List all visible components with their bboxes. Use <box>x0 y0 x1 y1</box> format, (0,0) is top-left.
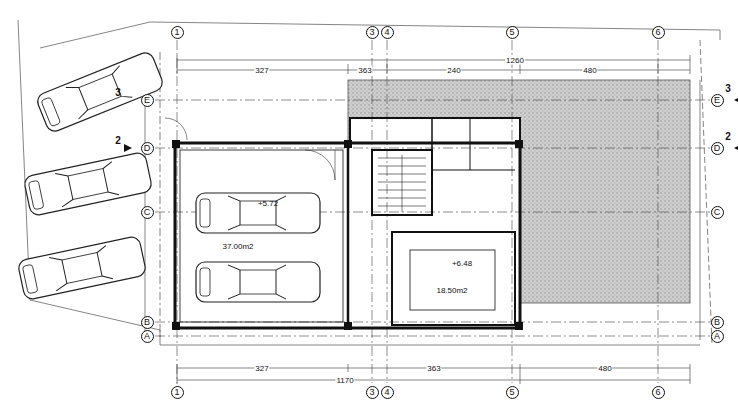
section-mark: 2 <box>724 132 732 141</box>
axis-label: 1 <box>174 388 179 397</box>
axis-label: A <box>144 332 150 341</box>
axis-bubble: B <box>711 316 724 329</box>
section-mark: 2 <box>114 136 122 145</box>
axis-label: 3 <box>369 28 374 37</box>
axis-bubble: 6 <box>652 26 665 39</box>
room-area: 37.00m2 <box>221 242 254 251</box>
dimension: 327 <box>254 364 269 373</box>
axis-label: A <box>714 332 720 341</box>
dimension: 240 <box>446 66 461 75</box>
axis-bubble: 5 <box>506 386 519 399</box>
dimension: 363 <box>426 364 441 373</box>
axis-bubble: A <box>141 330 154 343</box>
axis-label: 3 <box>369 388 374 397</box>
axis-bubble: 1 <box>171 26 184 39</box>
axis-label: 5 <box>509 388 514 397</box>
level-mark: +6.48 <box>451 259 473 268</box>
axis-label: E <box>714 96 720 105</box>
axis-label: 4 <box>384 388 389 397</box>
axis-label: D <box>714 144 721 153</box>
axis-label: 6 <box>655 28 660 37</box>
axis-label: 5 <box>509 28 514 37</box>
level-mark: +5.72 <box>257 199 279 208</box>
axis-bubble: 1 <box>171 386 184 399</box>
axis-bubble: 3 <box>366 26 379 39</box>
room-area: 18.50m2 <box>435 286 468 295</box>
axis-bubble: 4 <box>381 386 394 399</box>
dimension: 1170 <box>335 376 354 385</box>
axis-bubble: E <box>711 94 724 107</box>
axis-bubble: 6 <box>652 386 665 399</box>
axis-bubble: E <box>141 94 154 107</box>
axis-bubble: B <box>141 316 154 329</box>
axis-bubble: C <box>711 206 724 219</box>
axis-bubble: D <box>141 142 154 155</box>
axis-bubble: 5 <box>506 26 519 39</box>
axis-label: C <box>714 208 721 217</box>
axis-bubble: 3 <box>366 386 379 399</box>
axis-bubble: A <box>711 330 724 343</box>
axis-label: B <box>144 318 150 327</box>
axis-label: 1 <box>174 28 179 37</box>
axis-bubble: D <box>711 142 724 155</box>
axis-label: C <box>144 208 151 217</box>
dimension: 363 <box>357 66 372 75</box>
axis-label: B <box>714 318 720 327</box>
axis-label: D <box>144 144 151 153</box>
section-mark: 3 <box>724 84 732 93</box>
dimension: 1260 <box>505 56 525 65</box>
axis-label: 6 <box>655 388 660 397</box>
axis-label: E <box>144 96 150 105</box>
dimension: 480 <box>582 66 597 75</box>
dimension: 327 <box>254 66 269 75</box>
section-mark: 3 <box>114 88 122 97</box>
dimension: 480 <box>597 364 612 373</box>
axis-bubble: 4 <box>381 26 394 39</box>
axis-bubble: C <box>141 206 154 219</box>
axis-label: 4 <box>384 28 389 37</box>
